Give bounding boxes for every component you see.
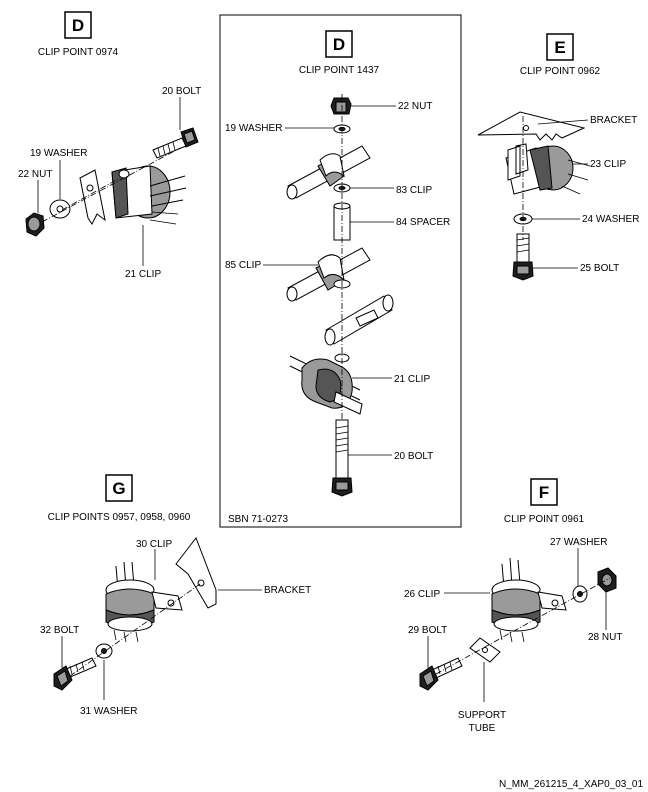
view-title: CLIP POINT 0974 [38, 47, 119, 58]
nut-22-drawing [330, 97, 352, 115]
clip-85-drawing [286, 247, 371, 302]
view-letter-box [530, 478, 558, 506]
view-title: CLIP POINT 0961 [504, 514, 585, 525]
label-26-clip: 26 CLIP [404, 589, 440, 600]
clip-26-drawing [491, 557, 567, 643]
label-19-washer: 19 WASHER [225, 123, 282, 134]
view-title: CLIP POINT 0962 [520, 66, 601, 77]
view-title: CLIP POINT 1437 [299, 65, 380, 76]
label-24-washer: 24 WASHER [582, 214, 639, 225]
label-83-clip: 83 CLIP [396, 185, 432, 196]
view-d-clip-point-1437: D CLIP POINT 1437 SBN 71-0273 [219, 14, 462, 528]
clip-30-drawing [105, 561, 183, 643]
clip-23-drawing [505, 143, 591, 195]
bolt-20-drawing [331, 419, 353, 497]
clip-21-drawing [289, 355, 363, 415]
view-frame [219, 14, 462, 528]
view-title: CLIP POINTS 0957, 0958, 0960 [48, 512, 191, 523]
view-letter: E [554, 38, 565, 57]
label-30-clip: 30 CLIP [136, 539, 172, 550]
label-tube: TUBE [469, 723, 496, 734]
label-84-spacer: 84 SPACER [396, 217, 450, 228]
clip-83-drawing [286, 145, 371, 200]
label-25-bolt: 25 BOLT [580, 263, 619, 274]
view-letter-box [546, 33, 574, 61]
label-21-clip: 21 CLIP [125, 269, 161, 280]
label-20-bolt: 20 BOLT [394, 451, 433, 462]
label-20-bolt: 20 BOLT [162, 86, 201, 97]
label-22-nut: 22 NUT [398, 101, 432, 112]
label-23-clip: 23 CLIP [590, 159, 626, 170]
view-letter-box [64, 11, 92, 39]
view-d-clip-point-0974: D CLIP POINT 0974 [18, 11, 201, 280]
label-27-washer: 27 WASHER [550, 537, 607, 548]
label-28-nut: 28 NUT [588, 632, 622, 643]
label-bracket: BRACKET [590, 115, 637, 126]
view-letter: D [72, 16, 84, 35]
bolt-32-drawing [53, 657, 97, 691]
view-e-clip-point-0962: E CLIP POINT 0962 BRACKET 23 CLIP 24 [477, 33, 639, 281]
view-letter: G [112, 479, 125, 498]
bolt-25-drawing [512, 233, 534, 281]
view-letter: D [333, 35, 345, 54]
view-letter-box [325, 30, 353, 58]
view-f-clip-point-0961: F CLIP POINT 0961 [404, 478, 622, 734]
label-32-bolt: 32 BOLT [40, 625, 79, 636]
drawing-id: N_MM_261215_4_XAP0_03_01 [499, 779, 643, 790]
lower-pipe-drawing [324, 294, 394, 346]
bolt-20-drawing [152, 127, 199, 159]
label-19-washer: 19 WASHER [30, 148, 87, 159]
bracket-drawing [477, 111, 586, 141]
label-31-washer: 31 WASHER [80, 706, 137, 717]
label-29-bolt: 29 BOLT [408, 625, 447, 636]
clip-21-drawing [111, 165, 187, 225]
label-22-nut: 22 NUT [18, 169, 52, 180]
label-85-clip: 85 CLIP [225, 260, 261, 271]
service-bulletin-ref: SBN 71-0273 [228, 514, 288, 525]
label-bracket: BRACKET [264, 585, 311, 596]
view-letter-box [105, 474, 133, 502]
view-letter: F [539, 483, 549, 502]
bracket-plate [79, 169, 106, 225]
nut-22-drawing [25, 212, 45, 237]
bracket-drawing [175, 536, 217, 609]
label-21-clip: 21 CLIP [394, 374, 430, 385]
view-g-clip-points: G CLIP POINTS 0957, 0958, 0960 30 [40, 474, 311, 717]
label-support: SUPPORT [458, 710, 506, 721]
